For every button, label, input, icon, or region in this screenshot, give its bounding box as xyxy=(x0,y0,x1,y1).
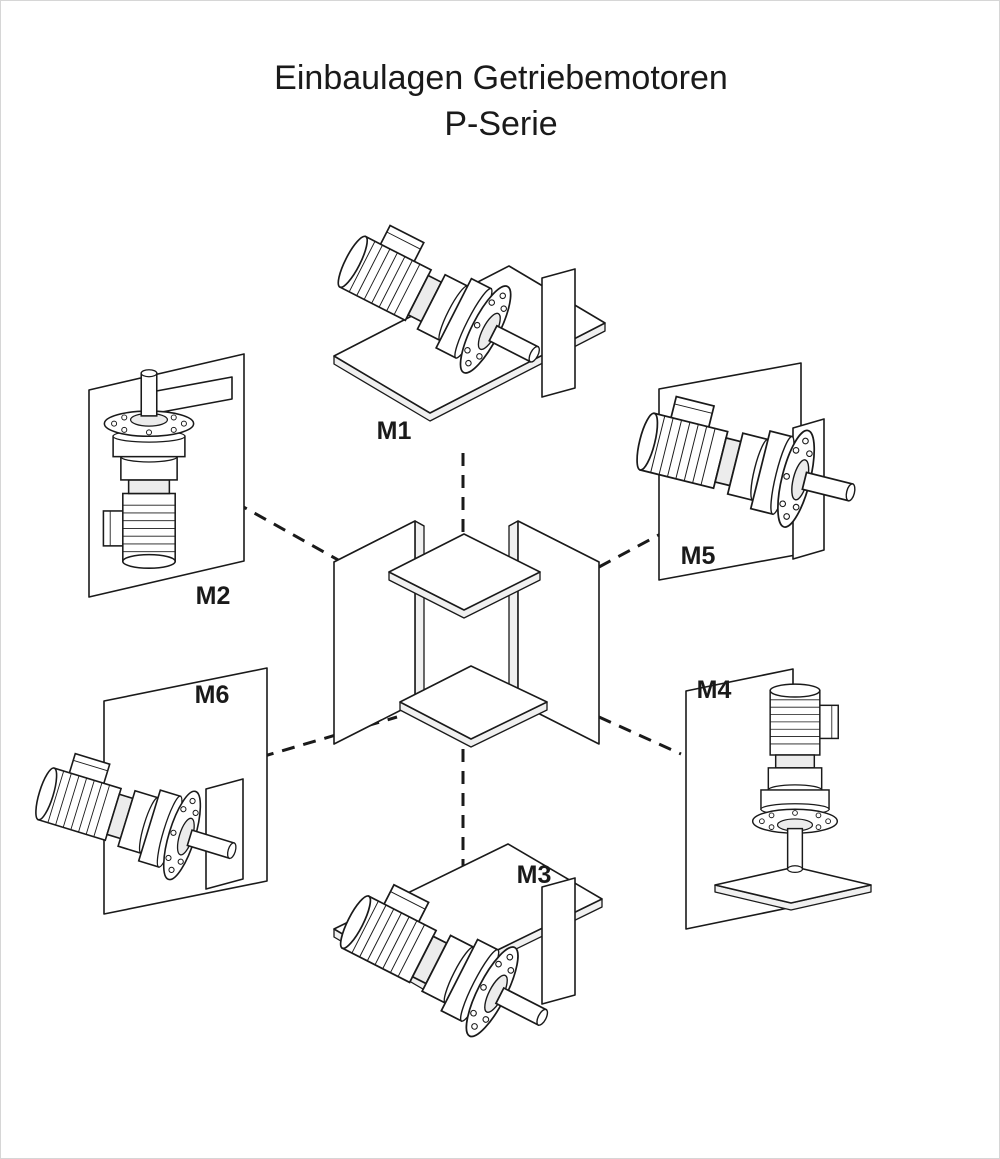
position-label-m5: M5 xyxy=(681,542,716,570)
motor-assembly-m1 xyxy=(323,213,606,422)
position-label-m4: M4 xyxy=(697,676,732,704)
motor-assembly-m2 xyxy=(88,353,245,598)
position-label-m3: M3 xyxy=(517,861,552,889)
m6-bracket xyxy=(205,778,244,890)
cube-bottom-plate xyxy=(399,665,548,740)
diagram-title: Einbaulagen Getriebemotoren xyxy=(274,59,728,97)
m4-foot-plate xyxy=(714,866,872,904)
motor-assembly-m5 xyxy=(627,362,868,581)
position-label-m2: M2 xyxy=(196,582,231,610)
m1-bracket xyxy=(541,268,576,398)
motor-assembly-m6 xyxy=(25,667,268,915)
position-label-m6: M6 xyxy=(195,681,230,709)
dashed-line-m4 xyxy=(598,715,682,756)
m3-bracket xyxy=(541,877,576,1005)
motor-assembly-m3 xyxy=(325,843,603,1065)
cube-top-plate xyxy=(388,533,541,611)
motor-assembly-m4 xyxy=(685,668,872,930)
center-housing-cube xyxy=(333,520,600,748)
diagram-subtitle: P-Serie xyxy=(444,105,557,143)
position-labels: M1 M2 M5 M6 M4 M3 xyxy=(195,417,732,889)
position-label-m1: M1 xyxy=(377,417,412,445)
